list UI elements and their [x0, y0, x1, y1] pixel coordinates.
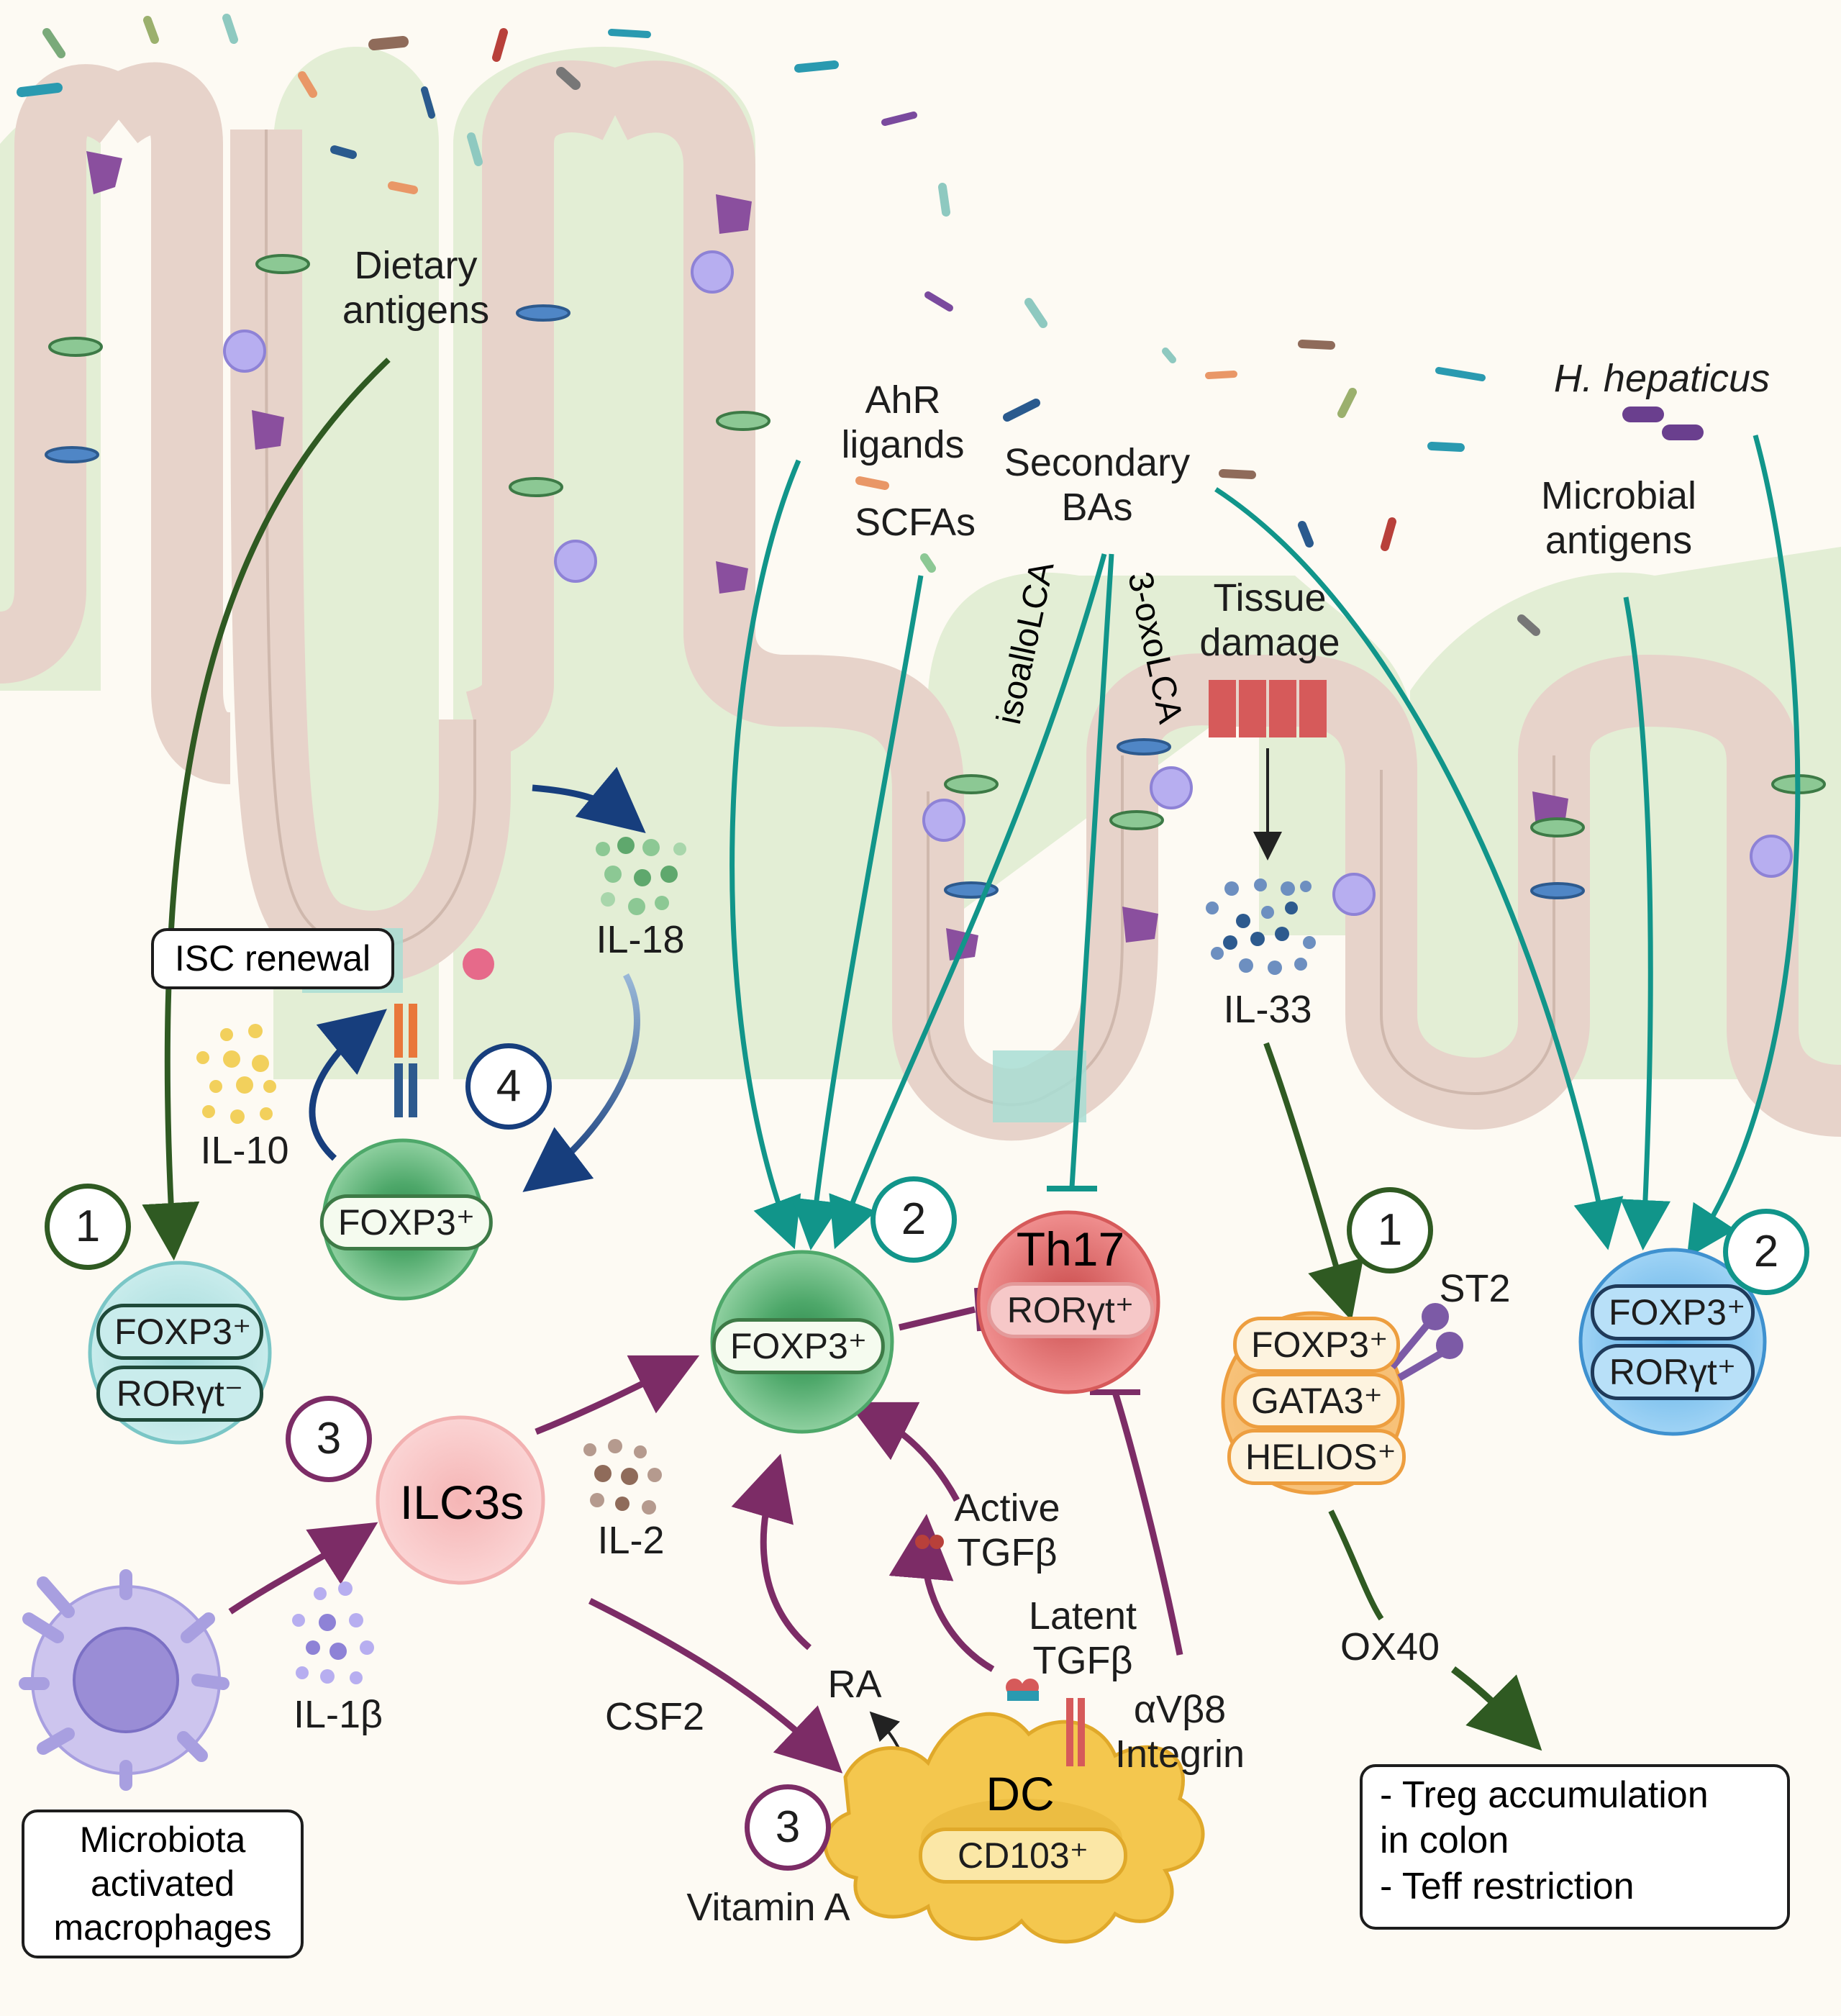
ilc3-label: ILC3s — [399, 1476, 524, 1529]
ahr-ligands-label: AhR ligands — [841, 378, 965, 467]
st2-receptor — [1389, 1303, 1463, 1381]
dietary-arrow — [142, 358, 391, 1261]
th17-title: Th17 — [1016, 1222, 1125, 1276]
isc-renewal-box: ISC renewal — [151, 928, 394, 989]
dietary-antigens-label: Dietary antigens — [342, 244, 490, 332]
step-2-center: 2 — [871, 1176, 957, 1263]
th17-marker: RORγt⁺ — [987, 1282, 1154, 1338]
ilc3-cell — [376, 1415, 545, 1585]
receptor — [394, 1004, 417, 1117]
il33-label: IL-33 — [1223, 988, 1312, 1031]
csf2-label: CSF2 — [604, 1695, 705, 1738]
step-4: 4 — [465, 1043, 552, 1130]
treg-blue-marker-b: RORγt⁺ — [1591, 1344, 1755, 1400]
il33-arrow — [1263, 1042, 1364, 1321]
integrin-bars — [1066, 1698, 1085, 1766]
dc-marker: CD103⁺ — [919, 1827, 1127, 1884]
tgfb-dots — [915, 1535, 1039, 1701]
il18-label: IL-18 — [596, 918, 685, 961]
il2-label: IL-2 — [597, 1519, 665, 1562]
il1b-dots — [292, 1581, 374, 1684]
treg-center-marker: FOXP3⁺ — [712, 1318, 886, 1374]
il10-label: IL-10 — [200, 1129, 289, 1172]
treg-orange-marker-c: HELIOS⁺ — [1227, 1429, 1406, 1485]
outcomes-box: - Treg accumulation in colon - Teff rest… — [1360, 1764, 1790, 1930]
dc-title: DC — [986, 1767, 1055, 1820]
outcome-arrow — [1450, 1666, 1542, 1751]
il1b-label: IL-1β — [293, 1693, 383, 1736]
crypt-cells — [45, 151, 1826, 1122]
secondary-bas-label: Secondary BAs — [1004, 441, 1191, 530]
h-hepaticus-label: H. hepaticus — [1553, 357, 1770, 400]
step-1-left: 1 — [45, 1184, 131, 1270]
step-3-ilc: 3 — [286, 1396, 372, 1482]
st2-label: ST2 — [1439, 1267, 1511, 1310]
navy-arrows — [309, 766, 646, 1192]
treg-orange-marker-b: GATA3⁺ — [1233, 1373, 1400, 1429]
microbial-antigens-label: Microbial antigens — [1540, 474, 1697, 563]
teal-arrows — [729, 435, 1801, 1258]
step-1-right: 1 — [1347, 1187, 1433, 1273]
il18-dots — [596, 837, 686, 915]
bacteria — [17, 14, 1704, 636]
macrophage-cell — [19, 1569, 229, 1791]
integrin-label: αVβ8 Integrin — [1114, 1688, 1245, 1776]
macrophages-box: Microbiota activated macrophages — [22, 1810, 304, 1958]
scfas-label: SCFAs — [854, 501, 976, 544]
il33-dots — [1206, 878, 1316, 975]
step-3-dc: 3 — [745, 1784, 831, 1871]
treg-left-marker-b: RORγt⁻ — [96, 1366, 263, 1422]
treg-left-marker-a: FOXP3⁺ — [96, 1304, 263, 1360]
step-2-right: 2 — [1723, 1209, 1809, 1295]
tissue-damage-label: Tissue damage — [1199, 576, 1340, 665]
vitamin-a-label: Vitamin A — [686, 1886, 850, 1929]
treg-blue-marker-a: FOXP3⁺ — [1591, 1284, 1755, 1340]
ox40-arrow — [1328, 1509, 1384, 1621]
treg-orange-marker-a: FOXP3⁺ — [1233, 1317, 1400, 1373]
il2-dots — [583, 1439, 662, 1515]
ox40-label: OX40 — [1340, 1625, 1440, 1668]
ra-label: RA — [827, 1663, 882, 1706]
purple-arrows — [228, 1287, 1183, 1774]
treg-isc-marker: FOXP3⁺ — [319, 1194, 494, 1250]
active-tgfb-label: Active TGFβ — [954, 1486, 1060, 1575]
latent-tgfb-label: Latent TGFβ — [1028, 1594, 1137, 1683]
il10-dots — [196, 1024, 276, 1124]
